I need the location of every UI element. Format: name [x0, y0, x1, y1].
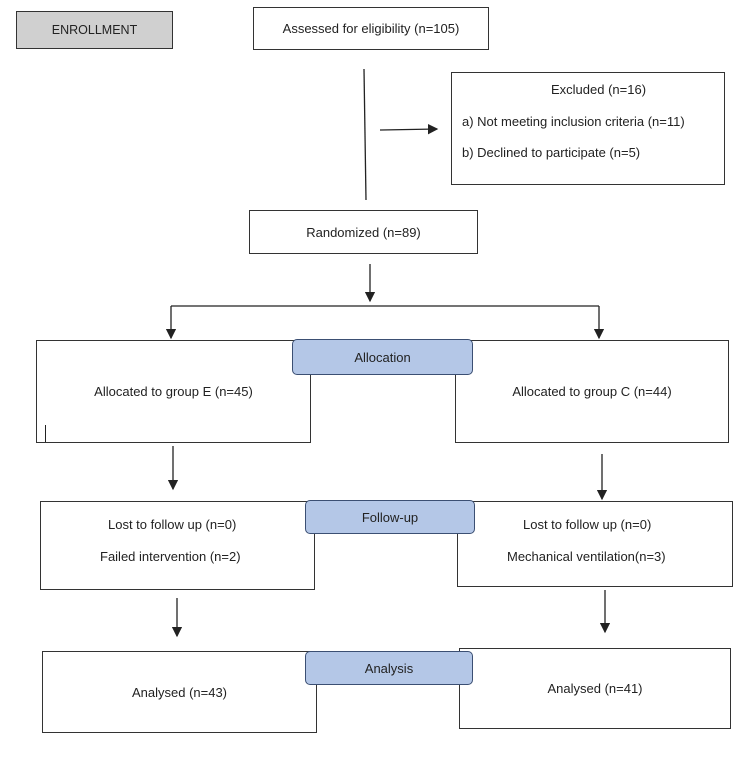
- allocation-stage-text: Allocation: [354, 349, 411, 365]
- arrow-to-excluded: [379, 123, 439, 135]
- followup-c-line: Mechanical ventilation(n=3): [507, 549, 666, 564]
- analysis-stage-text: Analysis: [364, 660, 414, 676]
- randomized-box: Randomized (n=89): [249, 210, 478, 254]
- followup-e-line: Lost to follow up (n=0): [108, 517, 237, 532]
- excluded-item: b) Declined to participate (n=5): [462, 145, 641, 160]
- analysis-stage-label: Analysis: [305, 651, 473, 685]
- randomized-text: Randomized (n=89): [306, 224, 421, 240]
- analysed-group-e-box: Analysed (n=43): [42, 651, 317, 733]
- excluded-title: Excluded (n=16): [551, 82, 647, 97]
- followup-e-line: Failed intervention (n=2): [100, 549, 241, 564]
- allocated-group-c-box: Allocated to group C (n=44): [455, 340, 729, 443]
- assessed-box: Assessed for eligibility (n=105): [253, 7, 489, 50]
- enrollment-text: ENROLLMENT: [51, 23, 138, 37]
- excluded-box: Excluded (n=16) a) Not meeting inclusion…: [451, 72, 725, 185]
- allocated-group-e-box: Allocated to group E (n=45): [36, 340, 311, 443]
- followup-c-line: Lost to follow up (n=0): [523, 517, 652, 532]
- assessed-text: Assessed for eligibility (n=105): [282, 21, 460, 36]
- analysed-group-c-box: Analysed (n=41): [459, 648, 731, 729]
- followup-group-e-box: Lost to follow up (n=0) Failed intervent…: [40, 501, 315, 590]
- excluded-item: a) Not meeting inclusion criteria (n=11): [462, 114, 685, 129]
- analysed-group-e-text: Analysed (n=43): [131, 684, 228, 700]
- followup-group-c-box: Lost to follow up (n=0) Mechanical venti…: [457, 501, 733, 587]
- followup-stage-label: Follow-up: [305, 500, 475, 534]
- enrollment-label: ENROLLMENT: [16, 11, 173, 49]
- allocated-group-e-text: Allocated to group E (n=45): [94, 384, 253, 399]
- analysed-group-c-text: Analysed (n=41): [547, 681, 643, 696]
- allocation-stage-label: Allocation: [292, 339, 473, 375]
- connector-assessed-randomized: [363, 68, 367, 201]
- allocated-group-c-text: Allocated to group C (n=44): [512, 384, 672, 399]
- stray-mark: [45, 425, 46, 442]
- followup-stage-text: Follow-up: [361, 509, 419, 525]
